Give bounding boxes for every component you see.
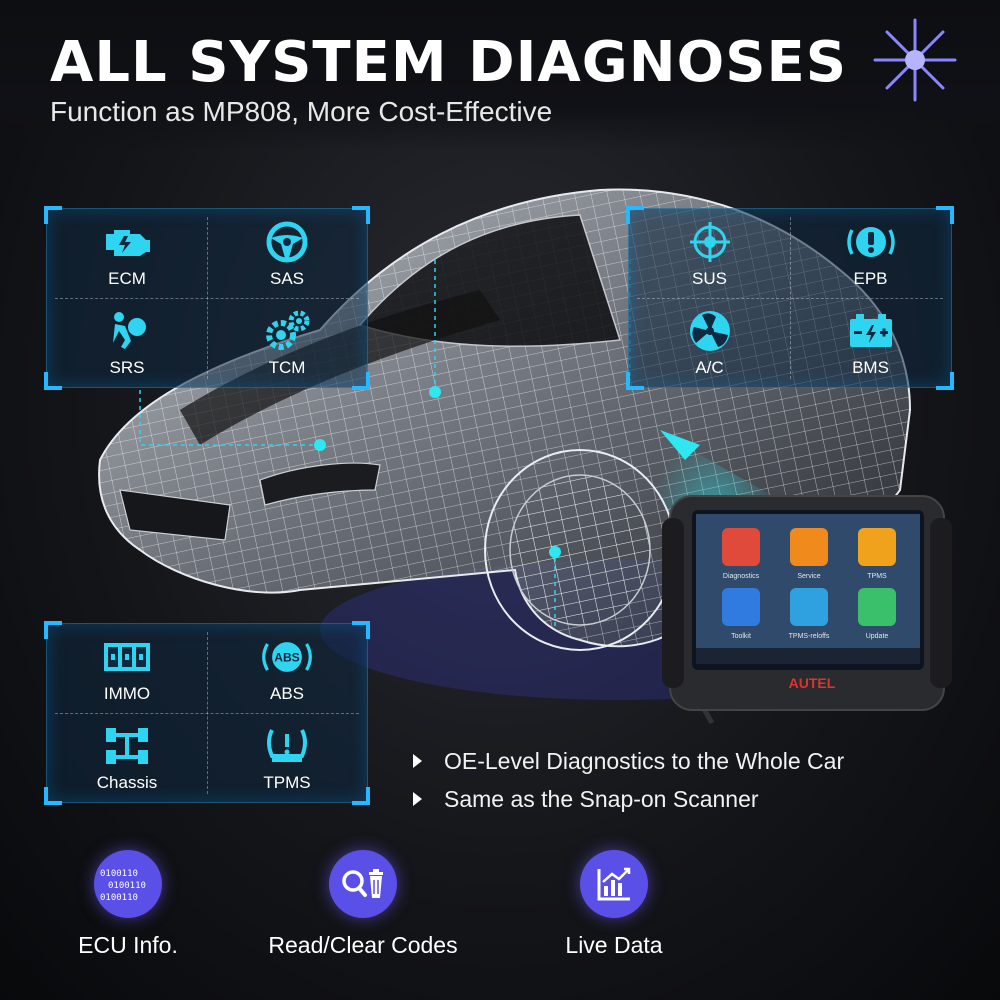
tablet-app-label: Update [866,633,889,640]
tablet-app-label: TPMS [867,573,887,580]
fan-icon [689,310,730,351]
module-bms: BMS [790,298,951,387]
module-epb: EPB [790,209,951,298]
gears-icon [266,310,310,350]
module-panel-top-left: ECM SAS SRS TCM [44,206,370,390]
module-abs: ABS ABS [207,624,367,713]
svg-text:0100110: 0100110 [100,893,138,903]
tablet-app-grid [722,528,896,626]
live-data-chart-icon [580,850,648,918]
svg-text:ABS: ABS [274,650,300,664]
feature-item: OE-Level Diagnostics to the Whole Car [413,742,844,780]
page-subtitle: Function as MP808, More Cost-Effective [50,96,553,127]
battery-icon [849,313,892,347]
module-panel-top-right: SUS EPB A/C BMS [626,206,954,390]
sparkle-star-icon [873,18,957,102]
function-live-data: Live Data [514,850,714,959]
tablet-app-label: Diagnostics [723,573,760,580]
module-srs: SRS [47,298,207,387]
suspension-icon [689,221,730,262]
feature-item: Same as the Snap-on Scanner [413,780,844,818]
module-sas: SAS [207,209,367,298]
module-tcm: TCM [207,298,367,387]
chassis-icon [106,727,148,764]
module-sus: SUS [629,209,790,298]
immobilizer-icon [104,642,150,671]
abs-icon: ABS [262,641,312,672]
header-band [0,0,1000,150]
svg-text:0100110: 0100110 [100,869,138,879]
function-read-clear-codes: Read/Clear Codes [263,850,463,959]
airbag-icon [113,311,146,349]
module-panel-bottom-left: IMMO ABS ABS Chassis TPMS [44,621,370,805]
module-immo: IMMO [47,624,207,713]
binary-code-icon: 0100110 0100110 0100110 [94,850,162,918]
module-chassis: Chassis [47,713,207,802]
engine-icon [106,229,150,256]
module-ecm: ECM [47,209,207,298]
tablet-app-label: TPMS-reloffs [789,633,830,640]
parking-brake-icon [846,226,895,257]
scanner-tablet-image: Diagnostics Service TPMS Toolkit TPMS-re… [662,495,952,725]
triangle-bullet-icon [413,792,422,806]
module-ac: A/C [629,298,790,387]
triangle-bullet-icon [413,754,422,768]
tablet-app-label: Toolkit [731,633,751,640]
tire-pressure-icon [267,728,307,762]
search-trash-icon [329,850,397,918]
tablet-app-label: Service [797,573,820,580]
tablet-brand-label: AUTEL [789,675,836,691]
svg-text:0100110: 0100110 [108,881,146,891]
module-tpms: TPMS [207,713,367,802]
feature-list: OE-Level Diagnostics to the Whole Car Sa… [413,742,844,818]
page-title: ALL SYSTEM DIAGNOSES [50,30,848,95]
function-ecu-info: 0100110 0100110 0100110 ECU Info. [28,850,228,959]
steering-wheel-icon [266,221,308,262]
